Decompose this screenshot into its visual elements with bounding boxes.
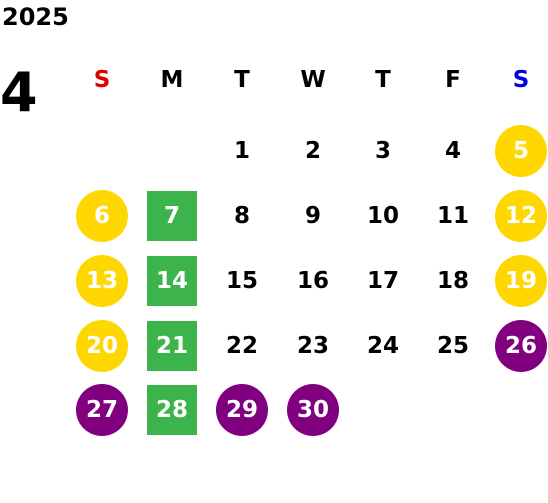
day-cell[interactable]: 30 <box>287 384 339 436</box>
day-cell[interactable]: 22 <box>225 333 258 359</box>
day-cell[interactable]: 26 <box>495 320 547 372</box>
day-cell[interactable]: 19 <box>495 255 547 307</box>
day-cell[interactable]: 28 <box>147 385 197 435</box>
day-cell[interactable]: 3 <box>374 138 391 164</box>
day-cell[interactable]: 12 <box>495 190 547 242</box>
calendar-year: 2025 <box>2 3 69 31</box>
weekday-header: T <box>375 67 391 93</box>
day-cell[interactable]: 20 <box>76 320 128 372</box>
day-cell[interactable]: 18 <box>436 268 469 294</box>
day-cell[interactable]: 2 <box>304 138 321 164</box>
day-cell[interactable]: 11 <box>436 203 469 229</box>
weekday-header: M <box>160 67 184 93</box>
day-cell[interactable]: 1 <box>233 138 250 164</box>
day-cell[interactable]: 5 <box>495 125 547 177</box>
day-cell[interactable]: 7 <box>147 191 197 241</box>
day-cell[interactable]: 25 <box>436 333 469 359</box>
weekday-header: W <box>300 67 326 93</box>
day-cell[interactable]: 13 <box>76 255 128 307</box>
day-cell[interactable]: 10 <box>366 203 399 229</box>
calendar-month: 4 <box>0 61 38 124</box>
day-cell[interactable]: 6 <box>76 190 128 242</box>
day-cell[interactable]: 14 <box>147 256 197 306</box>
day-cell[interactable]: 21 <box>147 321 197 371</box>
day-cell[interactable]: 4 <box>444 138 461 164</box>
day-cell[interactable]: 16 <box>296 268 329 294</box>
day-cell[interactable]: 24 <box>366 333 399 359</box>
day-cell[interactable]: 15 <box>225 268 258 294</box>
day-cell[interactable]: 17 <box>366 268 399 294</box>
day-cell[interactable]: 9 <box>304 203 321 229</box>
day-cell[interactable]: 27 <box>76 384 128 436</box>
day-cell[interactable]: 8 <box>233 203 250 229</box>
weekday-header: F <box>445 67 461 93</box>
day-cell[interactable]: 23 <box>296 333 329 359</box>
day-cell[interactable]: 29 <box>216 384 268 436</box>
weekday-header: T <box>234 67 250 93</box>
weekday-header: S <box>512 67 530 93</box>
weekday-header: S <box>93 67 111 93</box>
